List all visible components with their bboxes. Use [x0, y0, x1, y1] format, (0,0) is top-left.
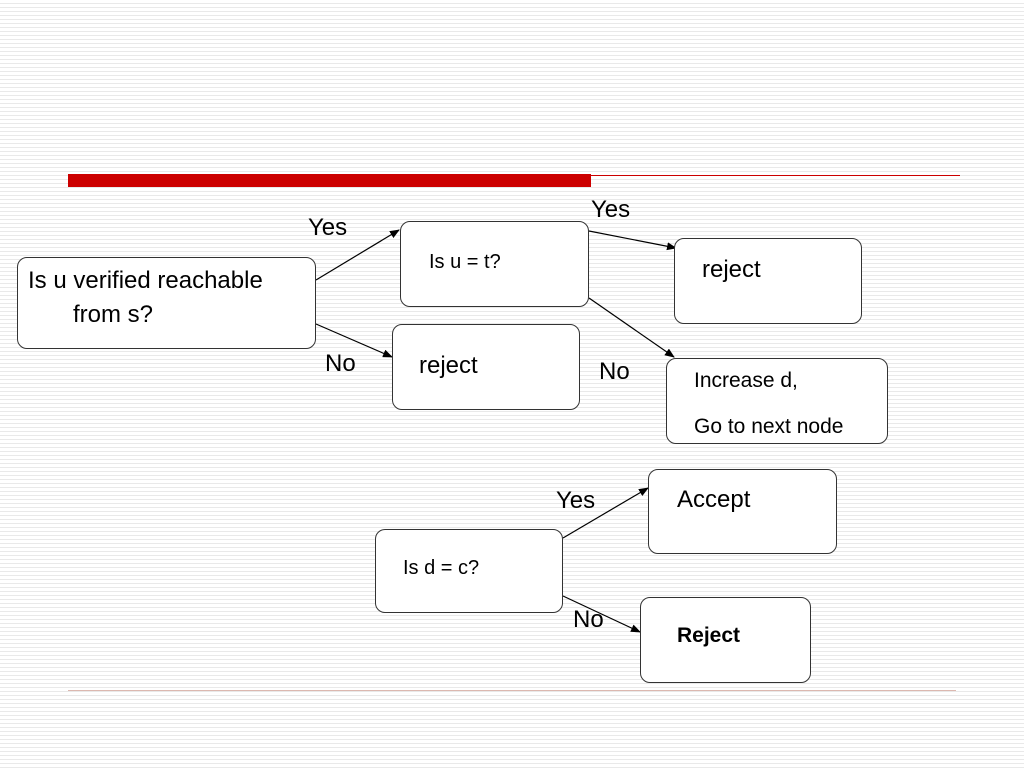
edge-u-t-yes — [588, 230, 677, 251]
edge-label-u-t-yes: Yes — [591, 196, 631, 223]
node-increase-d: Increase d, Go to next node — [666, 358, 888, 444]
edge-u-t-no — [588, 297, 675, 358]
title-accent-bar — [68, 174, 591, 187]
node-increase-d-line-1: Increase d, — [694, 369, 798, 392]
node-reject-final-label: Reject — [677, 624, 741, 647]
title-accent-line — [591, 175, 960, 176]
node-increase-d-line-2: Go to next node — [694, 415, 844, 438]
edge-d-c-yes — [562, 487, 649, 539]
edge-d-c-no — [562, 595, 641, 633]
node-is-u-t-label: Is u = t? — [429, 251, 501, 273]
edge-reachable-no — [315, 323, 393, 358]
node-reject-1: reject — [674, 238, 862, 324]
node-reachable: Is u verified reachable from s? — [17, 257, 316, 349]
node-reject-final: Reject — [640, 597, 811, 683]
node-reachable-line-2: from s? — [73, 301, 154, 328]
footer-rule — [68, 690, 956, 691]
node-is-d-c: Is d = c? — [375, 529, 563, 613]
edge-label-reachable-yes: Yes — [308, 214, 348, 241]
edge-label-d-c-yes: Yes — [556, 487, 596, 514]
edge-label-u-t-no: No — [599, 358, 630, 385]
edge-label-d-c-no: No — [573, 606, 604, 633]
edge-label-reachable-no: No — [325, 350, 356, 377]
node-is-u-t: Is u = t? — [400, 221, 589, 307]
node-reject-2-label: reject — [419, 352, 478, 379]
node-accept-label: Accept — [677, 486, 751, 513]
edge-reachable-yes — [315, 229, 400, 281]
node-reject-1-label: reject — [702, 256, 761, 283]
node-reject-2: reject — [392, 324, 580, 410]
node-is-d-c-label: Is d = c? — [403, 557, 480, 579]
node-accept: Accept — [648, 469, 837, 554]
node-reachable-line-1: Is u verified reachable — [28, 267, 263, 294]
